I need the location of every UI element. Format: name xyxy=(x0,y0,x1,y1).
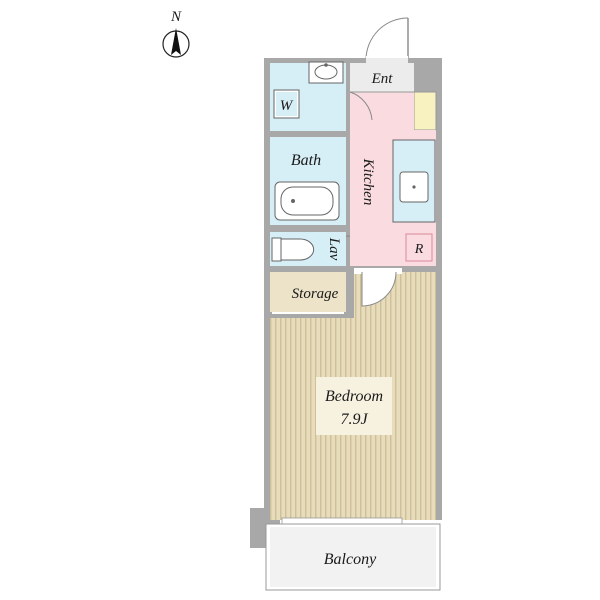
washroom-door xyxy=(349,91,373,121)
bath-label: Bath xyxy=(291,152,321,169)
balcony-window xyxy=(281,517,403,525)
washer-space xyxy=(276,92,297,116)
bedroom-door xyxy=(361,271,397,307)
storage-label: Storage xyxy=(292,286,339,302)
lavatory-label: Lav xyxy=(326,237,342,261)
bedroom-label-box xyxy=(316,377,392,435)
compass-label: N xyxy=(170,9,182,25)
entrance-door xyxy=(365,17,409,62)
kitchen-label: Kitchen xyxy=(360,158,376,206)
washer-label: W xyxy=(280,98,294,114)
entrance-floor xyxy=(350,63,414,92)
bathtub-icon xyxy=(274,181,340,221)
refrigerator-label: R xyxy=(414,242,424,257)
bedroom-size: 7.9J xyxy=(340,411,368,428)
north-compass: N xyxy=(162,9,190,58)
entrance-label: Ent xyxy=(371,71,394,87)
balcony-label: Balcony xyxy=(324,551,377,568)
bedroom-label: Bedroom xyxy=(325,388,383,405)
storage-floor xyxy=(270,272,346,312)
balcony-floor xyxy=(270,527,436,587)
north-arrow-icon xyxy=(171,28,181,55)
kitchen-counter xyxy=(392,139,436,223)
wash-basin-icon xyxy=(308,61,344,84)
shoe-cabinet xyxy=(413,91,437,131)
toilet-icon xyxy=(271,237,315,262)
refrigerator-space: R xyxy=(405,233,433,262)
